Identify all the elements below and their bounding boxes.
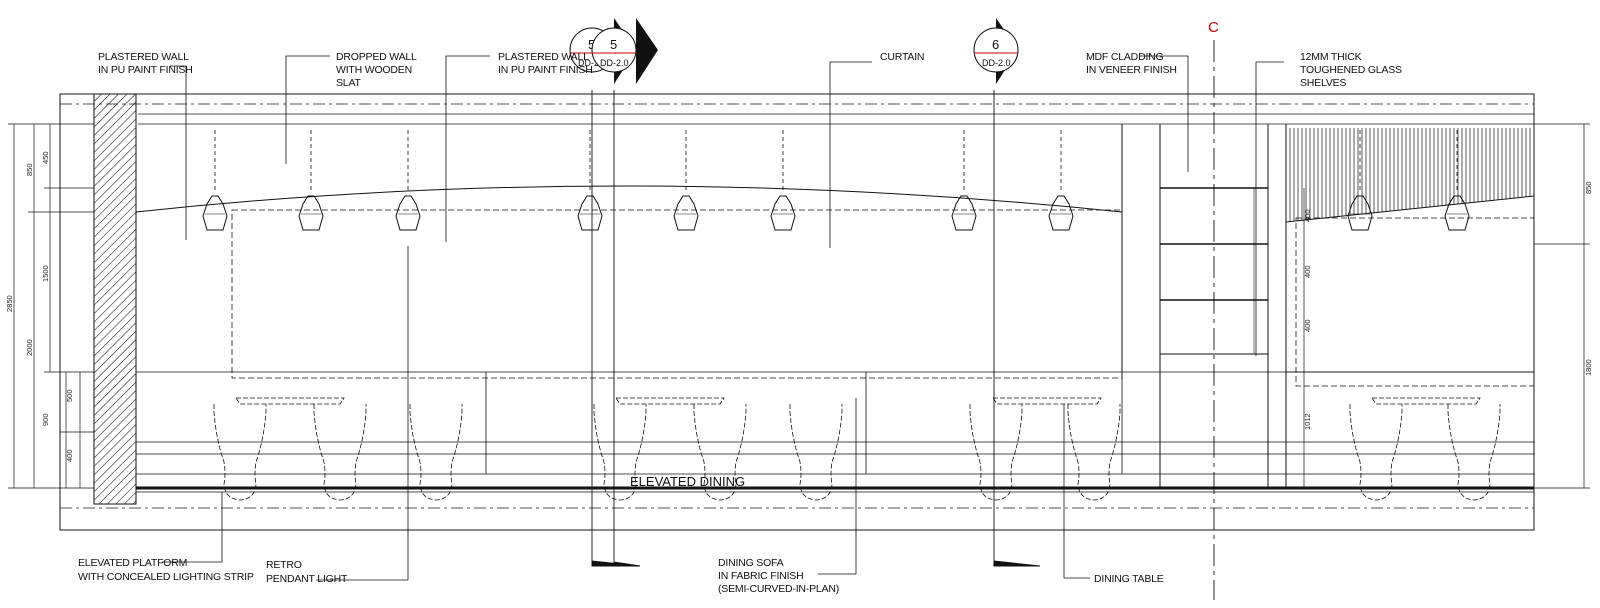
elevated-platform [136, 371, 1534, 493]
dim-shelf-1: 400 [1303, 209, 1312, 222]
label-elevated-dining: ELEVATED DINING [630, 474, 745, 489]
dimensions-left [8, 123, 94, 489]
right-section [1285, 124, 1535, 488]
tag-sheet: DD-2.0 [578, 58, 607, 68]
label-pendant-l2: PENDANT LIGHT [266, 573, 348, 585]
label-glass-l3: SHELVES [1300, 77, 1346, 89]
label-dropped-wall-l3: SLAT [336, 77, 361, 89]
centerline: C [1208, 19, 1219, 600]
dimensions-right [1303, 123, 1590, 489]
dimension-texts-right: 850 1800 400 400 400 1012 [1303, 181, 1593, 430]
label-sofa-l2: IN FABRIC FINISH [718, 570, 803, 582]
section-tag-2: 5 DD-2.0 [591, 18, 658, 84]
dim-shelf-2: 400 [1303, 265, 1312, 278]
label-mdf-l1: MDF CLADDING [1086, 51, 1164, 63]
dim-right-bottom: 1800 [1584, 359, 1593, 376]
pendant-lights [202, 129, 1470, 231]
centerline-symbol: C [1208, 19, 1219, 36]
leader-lines [162, 55, 1284, 581]
label-sofa-l3: (SEMI-CURVED-IN-PLAN) [718, 583, 839, 595]
label-mdf-l2: IN VENEER FINISH [1086, 64, 1177, 76]
mdf-cladding-shelves [1159, 124, 1269, 488]
dim-left-inner-top: 450 [41, 151, 50, 164]
dim-right-low: 1012 [1303, 413, 1312, 430]
dim-left-mid-bottom: 2000 [25, 339, 34, 356]
dim-left-low-a: 500 [65, 389, 74, 402]
section-lines [591, 90, 1041, 567]
label-glass-l1: 12MM THICK [1300, 51, 1362, 63]
label-plastered-wall-2-l2: IN PU PAINT FINISH [498, 64, 593, 76]
label-sofa-l1: DINING SOFA [718, 557, 784, 569]
hatched-wall-column [93, 93, 137, 505]
dining-tables [235, 397, 1481, 405]
tag-sheet: DD-2.0 [982, 58, 1011, 68]
tag-sheet: DD-2.0 [600, 58, 629, 68]
label-glass-l2: TOUGHENED GLASS [1300, 64, 1402, 76]
dim-left-outer: 2850 [5, 295, 14, 312]
dim-shelf-3: 400 [1303, 319, 1312, 332]
dim-left-low-b: 400 [65, 449, 74, 462]
dropped-wall [135, 124, 1123, 474]
label-plastered-wall-2-l1: PLASTERED WALL [498, 51, 589, 63]
label-dropped-wall-l2: WITH WOODEN [336, 64, 412, 76]
dim-right-top: 850 [1584, 181, 1593, 194]
label-plastered-wall-1-l2: IN PU PAINT FINISH [98, 64, 193, 76]
section-tag-3: 6 DD-2.0 [973, 18, 1019, 84]
dimension-texts-left: 2850 850 2000 450 1500 900 500 400 [5, 151, 74, 462]
label-pendant-l1: RETRO [266, 559, 302, 571]
outer-frame [59, 93, 1535, 531]
right-wooden-slats [1289, 128, 1531, 222]
tag-number: 6 [992, 37, 999, 52]
dim-left-low: 900 [41, 413, 50, 426]
label-plastered-wall-1-l1: PLASTERED WALL [98, 51, 189, 63]
label-dining-table: DINING TABLE [1094, 573, 1164, 585]
label-dropped-wall-l1: DROPPED WALL [336, 51, 417, 63]
label-platform-l2: WITH CONCEALED LIGHTING STRIP [78, 571, 254, 583]
label-curtain: CURTAIN [880, 51, 924, 63]
tag-number: 5 [610, 37, 617, 52]
dim-left-inner-mid: 1500 [41, 265, 50, 282]
label-platform-l1: ELEVATED PLATFORM [78, 557, 187, 569]
tag-number: 5 [588, 37, 595, 52]
dim-left-mid-top: 850 [25, 163, 34, 176]
